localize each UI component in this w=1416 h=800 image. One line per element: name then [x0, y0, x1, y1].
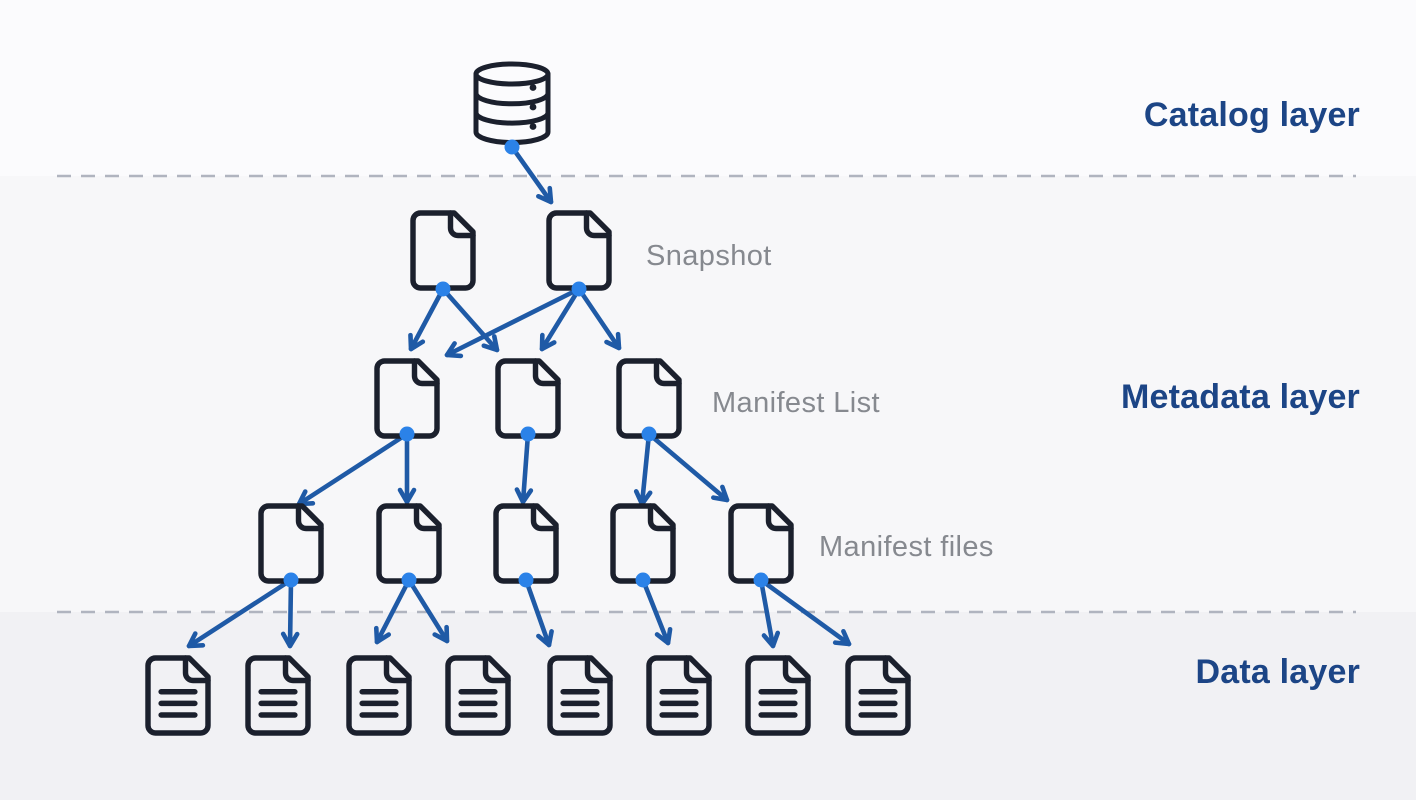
snapshot-row-label: Snapshot	[646, 240, 772, 272]
catalog-database-anchor-dot	[504, 139, 520, 155]
manifest-files-row-label: Manifest files	[819, 531, 994, 563]
data-file-5-icon	[550, 658, 610, 733]
snapshot-1-anchor-dot	[435, 281, 451, 297]
data-layer-title: Data layer	[1195, 653, 1360, 691]
manifest-file-4-icon	[613, 506, 673, 581]
snapshot-2-anchor-dot	[571, 281, 587, 297]
catalog-database-icon	[476, 64, 548, 143]
arrow-snapshot-2-to-manifest-list-2	[539, 286, 582, 352]
arrow-catalog-database-to-snapshot-2	[509, 144, 554, 205]
arrow-manifest-file-1-to-data-file-1	[186, 577, 294, 649]
manifest-file-2-icon	[379, 506, 439, 581]
manifest-list-2-icon	[498, 361, 558, 436]
manifest-list-row-label: Manifest List	[712, 387, 880, 419]
arrow-snapshot-1-to-manifest-list-2	[440, 286, 500, 353]
arrow-manifest-list-1-to-manifest-file-1	[296, 431, 410, 507]
manifest-file-5-icon	[731, 506, 791, 581]
arrow-manifest-file-2-to-data-file-4	[406, 577, 450, 644]
manifest-file-4-anchor-dot	[635, 572, 651, 588]
arrow-manifest-file-5-to-data-file-7	[758, 577, 781, 649]
manifest-list-3-anchor-dot	[641, 426, 657, 442]
manifest-list-3-icon	[619, 361, 679, 436]
arrow-manifest-list-2-to-manifest-file-3	[514, 431, 534, 505]
arrow-snapshot-2-to-manifest-list-1	[444, 286, 582, 359]
manifest-file-3-icon	[496, 506, 556, 581]
manifest-file-1-icon	[261, 506, 321, 581]
manifest-list-1-icon	[377, 361, 437, 436]
connection-dots	[283, 139, 769, 588]
snapshot-1-icon	[413, 213, 473, 288]
data-file-6-icon	[649, 658, 709, 733]
data-file-1-icon	[148, 658, 208, 733]
data-file-7-icon	[748, 658, 808, 733]
snapshot-2-icon	[549, 213, 609, 288]
layer-dividers	[57, 174, 1356, 614]
arrow-snapshot-2-to-manifest-list-3	[576, 286, 622, 351]
manifest-file-5-anchor-dot	[753, 572, 769, 588]
data-file-4-icon	[448, 658, 508, 733]
edge-arrows	[186, 144, 852, 649]
catalog-layer-band	[0, 0, 1416, 176]
manifest-list-1-anchor-dot	[399, 426, 415, 442]
manifest-list-2-anchor-dot	[520, 426, 536, 442]
manifest-file-2-anchor-dot	[401, 572, 417, 588]
arrow-manifest-file-3-to-data-file-5	[523, 577, 554, 648]
arrow-manifest-list-3-to-manifest-file-4	[633, 431, 653, 507]
data-file-3-icon	[349, 658, 409, 733]
arrow-manifest-file-4-to-data-file-6	[640, 577, 673, 646]
manifest-file-1-anchor-dot	[283, 572, 299, 588]
arrow-manifest-file-2-to-data-file-3	[373, 577, 412, 645]
arrow-manifest-list-3-to-manifest-file-5	[646, 431, 730, 503]
arrow-snapshot-1-to-manifest-list-1	[408, 286, 446, 352]
data-file-8-icon	[848, 658, 908, 733]
data-file-2-icon	[248, 658, 308, 733]
arrow-manifest-file-1-to-data-file-2	[280, 577, 300, 649]
arrow-manifest-file-5-to-data-file-8	[758, 577, 852, 647]
metadata-layer-band	[0, 176, 1416, 612]
manifest-file-3-anchor-dot	[518, 572, 534, 588]
metadata-layer-title: Metadata layer	[1120, 378, 1360, 416]
catalog-layer-title: Catalog layer	[1143, 96, 1360, 134]
